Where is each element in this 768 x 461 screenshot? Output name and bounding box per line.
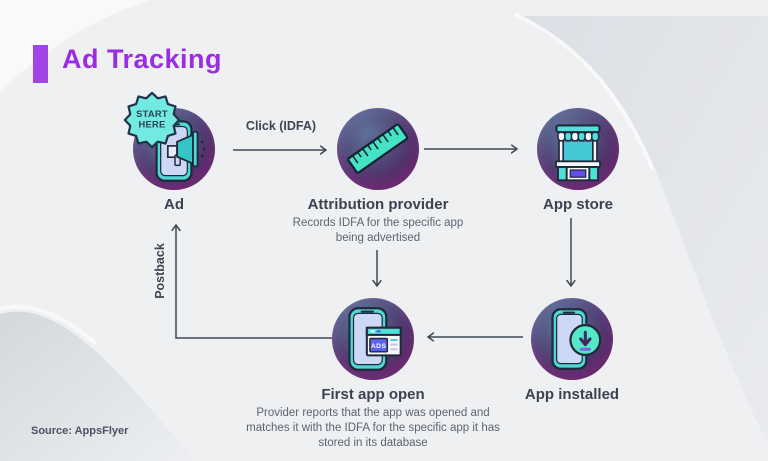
node-app-installed: App installed bbox=[462, 298, 682, 403]
title-accent-bar bbox=[33, 45, 48, 83]
badge-text-line2: HERE bbox=[138, 119, 165, 129]
node-attribution-circle bbox=[337, 108, 419, 190]
node-first-app-open: ADS First app open Provider reports that… bbox=[244, 298, 502, 452]
starburst-shape bbox=[123, 91, 181, 149]
node-installed-label: App installed bbox=[524, 386, 620, 403]
phone-ads-browser-icon: ADS bbox=[348, 307, 402, 371]
phone-download-icon bbox=[551, 308, 602, 370]
node-appstore-label: App store bbox=[542, 196, 613, 213]
node-installed-circle bbox=[531, 298, 613, 380]
page-title: Ad Tracking bbox=[62, 44, 223, 74]
node-firstopen-description: Provider reports that the app was opened… bbox=[246, 407, 500, 450]
node-app-store: App store bbox=[468, 108, 688, 213]
bottom-left-swoosh bbox=[0, 311, 196, 461]
node-appstore-circle bbox=[537, 108, 619, 190]
node-attribution-description: Records IDFA for the specific app being … bbox=[292, 217, 464, 245]
top-left-swoosh bbox=[0, 0, 150, 92]
edge-label-postback: Postback bbox=[153, 243, 167, 299]
ruler-icon bbox=[347, 123, 409, 174]
source-attribution: Source: AppsFlyer bbox=[31, 425, 129, 437]
node-attribution-provider: Attribution provider Records IDFA for th… bbox=[268, 108, 488, 246]
badge-text-line1: START bbox=[136, 109, 168, 119]
top-right-swoosh bbox=[520, 16, 768, 445]
node-firstopen-label: First app open bbox=[321, 386, 425, 403]
node-firstopen-circle: ADS bbox=[332, 298, 414, 380]
node-ad-label: Ad bbox=[164, 196, 184, 213]
storefront-icon bbox=[555, 124, 601, 182]
edge-label-click-idfa: Click (IDFA) bbox=[245, 119, 317, 133]
ads-icon-text: ADS bbox=[371, 343, 387, 350]
node-attribution-label: Attribution provider bbox=[307, 196, 449, 213]
start-here-badge: START HERE bbox=[123, 91, 181, 149]
